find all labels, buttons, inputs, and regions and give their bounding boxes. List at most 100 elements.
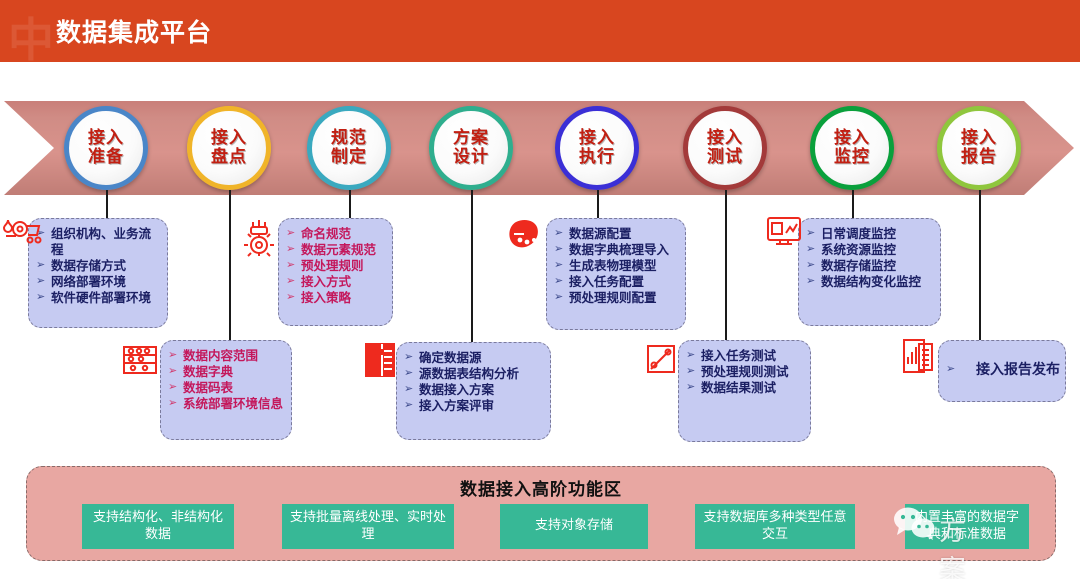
connector-line-7 — [852, 190, 854, 218]
process-step-label-line1: 接入 — [211, 127, 247, 148]
process-step-3[interactable]: 规范制定 — [307, 106, 391, 190]
banner-chevron-shape — [4, 101, 1074, 195]
process-step-label-line2: 设计 — [453, 147, 489, 167]
feature-chip-label: 支持结构化、非结构化数据 — [92, 509, 223, 542]
footer-panel: 数据接入高阶功能区 支持结构化、非结构化数据 支持批量离线处理、实时处理 支持对象存… — [26, 466, 1056, 561]
detail-box-3: 命名规范数据元素规范预处理规则接入方式接入策略 — [278, 218, 393, 326]
list-item: 接入任务测试 — [686, 348, 802, 364]
process-step-1[interactable]: 接入准备 — [64, 106, 148, 190]
footer-panel-title: 数据接入高阶功能区 — [460, 480, 622, 500]
process-step-label-line1: 方案 — [453, 127, 489, 148]
process-step-5[interactable]: 接入执行 — [555, 106, 639, 190]
feature-chip-label: 支持批量离线处理、实时处理 — [289, 509, 446, 542]
list-item: 接入任务配置 — [554, 274, 677, 290]
list-item: 网络部署环境 — [36, 274, 159, 290]
list-item: 源数据表结构分析 — [404, 366, 542, 382]
list-item: 数据字典 — [168, 364, 283, 380]
list-item: 组织机构、业务流程 — [36, 226, 159, 258]
list-item: 接入报告发布 — [946, 362, 1060, 380]
connector-line-1 — [106, 190, 108, 218]
header-ghost-mark: 中 — [8, 13, 54, 67]
list-item: 接入方案评审 — [404, 398, 542, 414]
list-item: 生成表物理模型 — [554, 258, 677, 274]
feature-chip-4[interactable]: 支持数据库多种类型任意交互 — [695, 504, 855, 549]
list-item: 预处理规则测试 — [686, 364, 802, 380]
list-item: 接入方式 — [286, 274, 384, 290]
process-banner: 接入准备接入盘点规范制定方案设计接入执行接入测试接入监控接入报告 — [4, 101, 1074, 195]
list-item: 预处理规则配置 — [554, 290, 677, 306]
list-item: 数据字典梳理导入 — [554, 242, 677, 258]
monitor-icon — [766, 216, 802, 248]
connector-line-3 — [349, 190, 351, 218]
list-item: 接入策略 — [286, 290, 384, 306]
process-step-label-line2: 执行 — [579, 147, 615, 167]
list-item: 数据存储监控 — [806, 258, 932, 274]
connector-line-ext-2 — [229, 190, 231, 340]
detail-box-7: 日常调度监控系统资源监控数据存储监控数据结构变化监控 — [798, 218, 941, 326]
list-item: 日常调度监控 — [806, 226, 932, 242]
detail-list: 接入任务测试预处理规则测试数据结果测试 — [686, 348, 802, 396]
feature-chip-5[interactable]: 内置丰富的数据字典和标准数据 — [905, 504, 1029, 549]
list-item: 数据源配置 — [554, 226, 677, 242]
process-step-label-line1: 接入 — [707, 127, 743, 148]
process-step-4[interactable]: 方案设计 — [429, 106, 513, 190]
detail-box-5: 数据源配置数据字典梳理导入生成表物理模型接入任务配置预处理规则配置 — [546, 218, 686, 330]
head-icon — [508, 218, 544, 252]
feature-chip-label: 支持数据库多种类型任意交互 — [703, 509, 847, 542]
detail-box-1: 组织机构、业务流程数据存储方式网络部署环境软件硬件部署环境 — [28, 218, 168, 328]
svg-text:NOCE: NOCE — [368, 350, 383, 356]
feature-chip-2[interactable]: 支持批量离线处理、实时处理 — [282, 504, 454, 549]
process-step-label-line1: 接入 — [961, 127, 997, 148]
process-step-6[interactable]: 接入测试 — [683, 106, 767, 190]
process-step-label-line1: 规范 — [331, 127, 367, 148]
list-item: 预处理规则 — [286, 258, 384, 274]
connector-line-ext-8 — [979, 190, 981, 340]
list-item: 系统资源监控 — [806, 242, 932, 258]
chart-test-icon — [646, 344, 676, 374]
abacus-icon — [122, 344, 158, 376]
list-item: 数据结果测试 — [686, 380, 802, 396]
detail-list: 数据源配置数据字典梳理导入生成表物理模型接入任务配置预处理规则配置 — [554, 226, 677, 306]
process-step-8[interactable]: 接入报告 — [937, 106, 1021, 190]
report-icon — [902, 338, 934, 374]
process-step-label-line1: 接入 — [579, 127, 615, 148]
list-item: 命名规范 — [286, 226, 384, 242]
process-step-label-line1: 接入 — [834, 127, 870, 148]
process-step-label-line2: 报告 — [961, 147, 997, 167]
detail-box-8: 接入报告发布 — [938, 340, 1066, 402]
page-title: 数据集成平台 — [56, 18, 213, 47]
detail-list: 接入报告发布 — [946, 362, 1060, 380]
list-item: 数据内容范围 — [168, 348, 283, 364]
detail-box-2: 数据内容范围数据字典数据码表系统部署环境信息 — [160, 340, 292, 440]
list-item: 软件硬件部署环境 — [36, 290, 159, 306]
process-step-label-line2: 制定 — [331, 147, 367, 167]
feature-chip-label: 内置丰富的数据字典和标准数据 — [914, 509, 1019, 542]
process-step-label-line1: 接入 — [88, 127, 124, 148]
list-item: 数据元素规范 — [286, 242, 384, 258]
book-icon: NOCE — [364, 342, 396, 378]
detail-list: 数据内容范围数据字典数据码表系统部署环境信息 — [168, 348, 283, 412]
process-step-2[interactable]: 接入盘点 — [187, 106, 271, 190]
list-item: 数据接入方案 — [404, 382, 542, 398]
gear-bot-icon — [240, 218, 278, 258]
detail-list: 确定数据源源数据表结构分析数据接入方案接入方案评审 — [404, 350, 542, 414]
detail-box-6: 接入任务测试预处理规则测试数据结果测试 — [678, 340, 811, 442]
cart-icon — [2, 214, 44, 248]
connector-line-5 — [597, 190, 599, 218]
process-step-label-line2: 监控 — [834, 147, 870, 167]
list-item: 数据存储方式 — [36, 258, 159, 274]
list-item: 系统部署环境信息 — [168, 396, 283, 412]
feature-chip-3[interactable]: 支持对象存储 — [500, 504, 648, 549]
process-step-7[interactable]: 接入监控 — [810, 106, 894, 190]
detail-list: 组织机构、业务流程数据存储方式网络部署环境软件硬件部署环境 — [36, 226, 159, 306]
page-header: 中 数据集成平台 — [0, 0, 1080, 67]
connector-line-ext-4 — [471, 190, 473, 342]
feature-chip-label: 支持对象存储 — [534, 518, 613, 534]
detail-list: 命名规范数据元素规范预处理规则接入方式接入策略 — [286, 226, 384, 306]
connector-line-ext-6 — [725, 190, 727, 340]
process-step-label-line2: 盘点 — [211, 147, 247, 167]
process-step-label-line2: 准备 — [88, 147, 124, 167]
feature-chip-1[interactable]: 支持结构化、非结构化数据 — [82, 504, 234, 549]
detail-box-4: 确定数据源源数据表结构分析数据接入方案接入方案评审 — [396, 342, 551, 440]
